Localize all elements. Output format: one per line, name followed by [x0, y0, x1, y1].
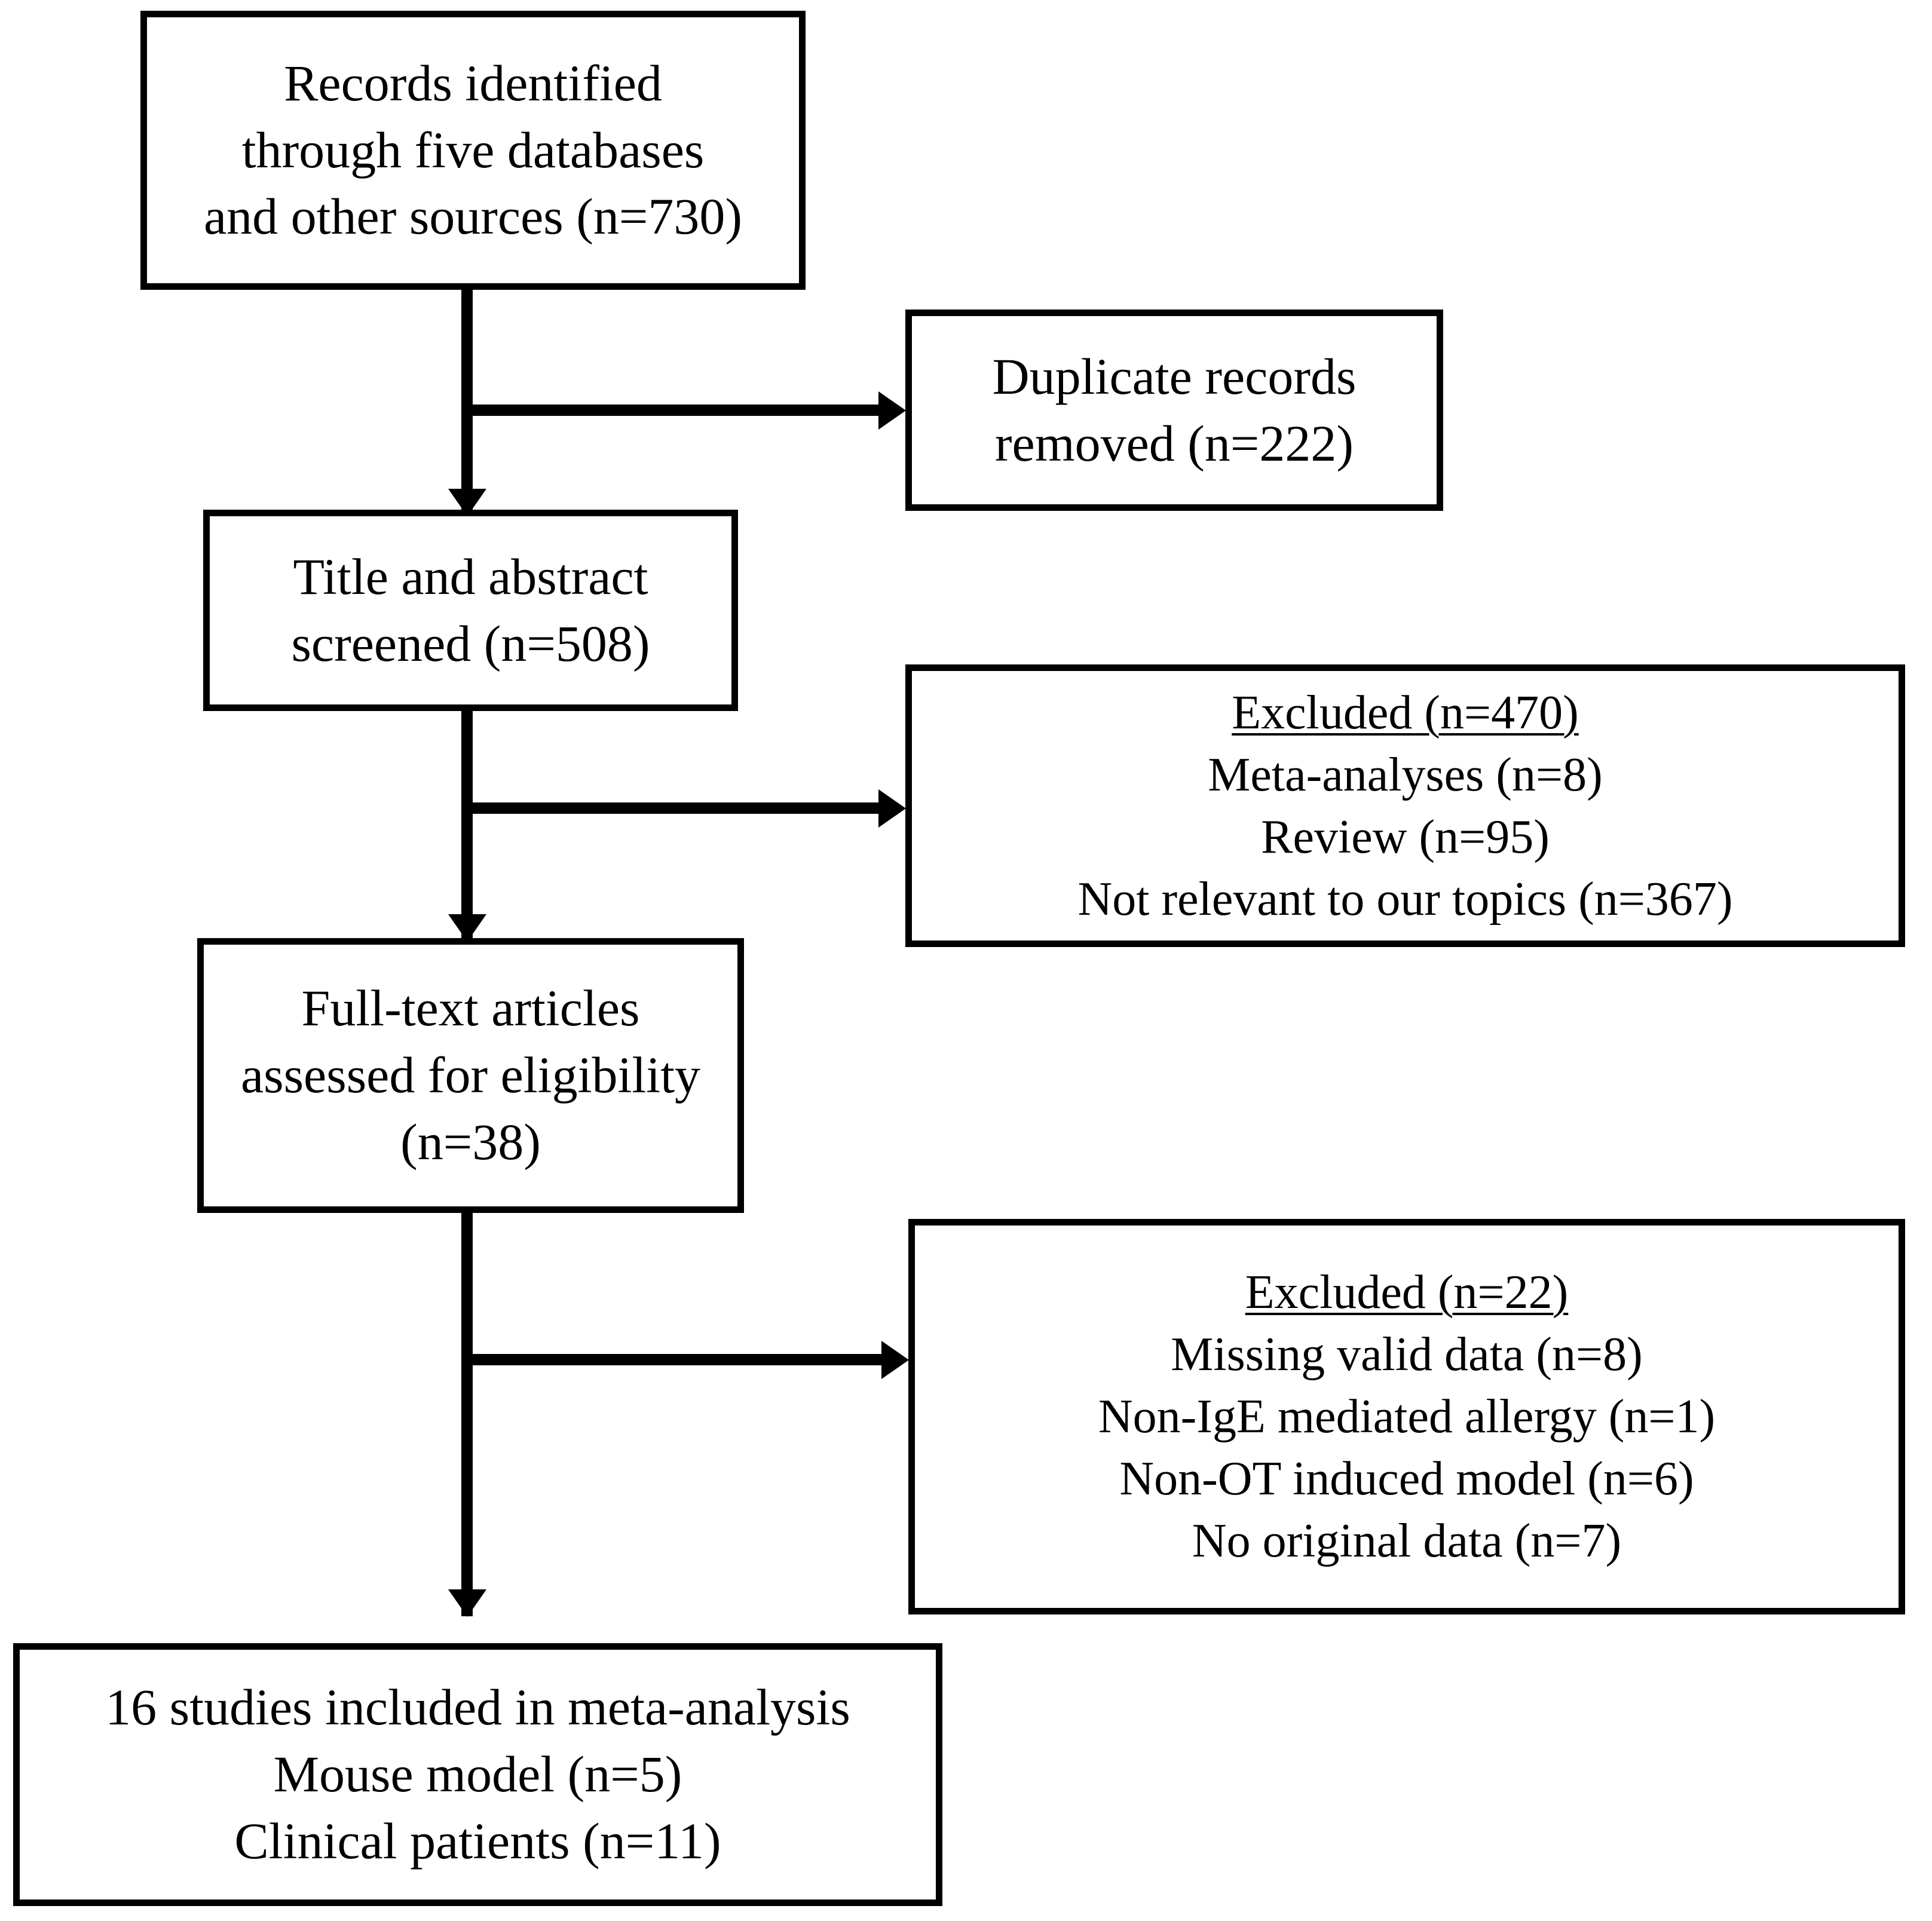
excluded-fulltext-reason-1: Missing valid data (n=8) [1171, 1328, 1643, 1381]
arrowhead-to-fulltext [448, 914, 486, 942]
included-line-2: Mouse model (n=5) [273, 1745, 682, 1803]
records-identified-line-2: through five databases [241, 121, 705, 179]
fulltext-line-2: assessed for eligibility [240, 1046, 701, 1104]
excluded-screening-reason-1: Meta-analyses (n=8) [1208, 748, 1603, 801]
box-excluded-screening: Excluded (n=470) Meta-analyses (n=8) Rev… [905, 664, 1905, 947]
included-line-1: 16 studies included in meta-analysis [105, 1678, 850, 1736]
records-identified-line-3: and other sources (n=730) [203, 188, 743, 246]
excluded-fulltext-reason-3: Non-OT induced model (n=6) [1119, 1453, 1694, 1505]
duplicate-records-line-2: removed (n=222) [994, 414, 1354, 472]
excluded-screening-reason-3: Not relevant to our topics (n=367) [1077, 872, 1733, 926]
excluded-fulltext-reason-2: Non-IgE mediated allergy (n=1) [1098, 1390, 1716, 1443]
title-abstract-line-1: Title and abstract [293, 547, 648, 605]
box-records-identified: Records identified through five database… [140, 11, 806, 290]
duplicate-records-line-1: Duplicate records [992, 347, 1357, 405]
arrowhead-to-excluded2 [881, 1341, 909, 1379]
connector-fulltext-to-included [461, 1210, 473, 1616]
box-studies-included: 16 studies included in meta-analysis Mou… [13, 1643, 942, 1906]
box-duplicate-records: Duplicate records removed (n=222) [905, 310, 1443, 511]
connector-screened-to-fulltext [461, 708, 473, 941]
included-line-3: Clinical patients (n=11) [234, 1812, 721, 1870]
box-fulltext-assessed: Full-text articles assessed for eligibil… [197, 938, 744, 1213]
excluded-fulltext-reason-4: No original data (n=7) [1192, 1515, 1622, 1567]
connector-identified-to-duplicates [461, 405, 883, 416]
connector-screened-to-excluded1 [461, 802, 883, 814]
box-title-abstract-screened: Title and abstract screened (n=508) [203, 510, 738, 711]
fulltext-line-1: Full-text articles [301, 979, 640, 1037]
arrowhead-to-included [448, 1589, 486, 1617]
fulltext-line-3: (n=38) [400, 1113, 541, 1171]
arrowhead-to-duplicates [878, 391, 906, 430]
box-excluded-fulltext: Excluded (n=22) Missing valid data (n=8)… [908, 1219, 1905, 1614]
excluded-fulltext-heading: Excluded (n=22) [1245, 1266, 1569, 1319]
connector-identified-to-screened [461, 287, 473, 515]
title-abstract-line-2: screened (n=508) [291, 614, 650, 672]
connector-fulltext-to-excluded2 [461, 1354, 886, 1365]
records-identified-line-1: Records identified [284, 54, 662, 112]
excluded-screening-reason-2: Review (n=95) [1261, 810, 1550, 863]
arrowhead-to-excluded1 [878, 789, 906, 828]
excluded-screening-heading: Excluded (n=470) [1232, 686, 1579, 739]
